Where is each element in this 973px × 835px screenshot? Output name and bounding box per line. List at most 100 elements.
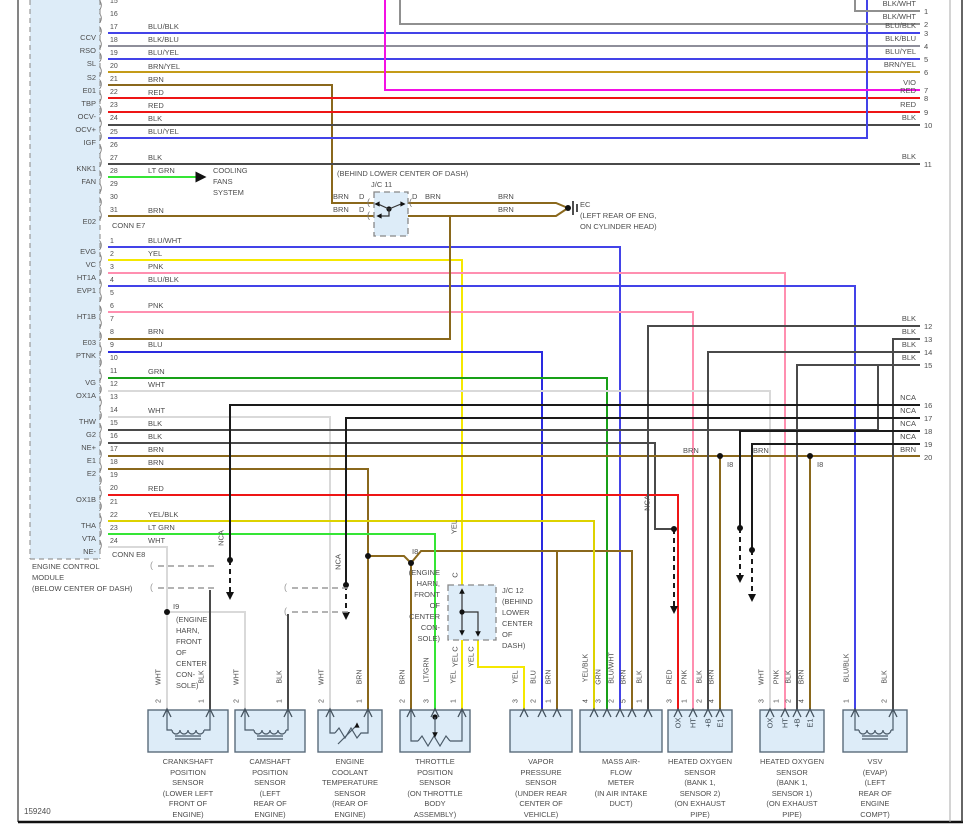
jc12-note: (BEHIND: [502, 597, 533, 606]
inline-connector-bracket: (: [284, 606, 287, 616]
heated-oxygen-sensor-b1s1-pin-color: PNK: [773, 669, 781, 684]
pin-bracket: ): [99, 0, 103, 11]
terminal-label-10: BLK: [901, 113, 916, 122]
heated-oxygen-sensor-b1s2-label: (ON EXHAUST: [674, 799, 726, 808]
pin-name-THW: THW: [78, 416, 96, 426]
conn-label: CONN E7: [112, 221, 146, 230]
pin-number: 16: [110, 10, 118, 18]
terminal-label-8: RED: [900, 86, 916, 95]
pin-number: 15: [110, 420, 118, 428]
camshaft-position-sensor-label: CAMSHAFT: [249, 757, 291, 766]
splice-I8: I8: [412, 547, 419, 556]
pin-bracket: ): [99, 91, 103, 103]
pin-number: 1: [110, 237, 114, 245]
pin-name-NE-: NE-: [83, 547, 96, 557]
engine-coolant-temperature-sensor-pin-number: 1: [356, 699, 364, 703]
vapor-pressure-sensor-label: PRESSURE: [520, 767, 562, 777]
pin-bracket: ): [99, 26, 103, 38]
heated-oxygen-sensor-b1s1-label: (BANK 1,: [776, 778, 808, 787]
crankshaft-position-sensor-label: CRANKSHAFT: [162, 757, 214, 766]
pin-bracket: ): [99, 279, 103, 291]
pin-number: 3: [110, 263, 114, 271]
terminal-number-20: 20: [924, 453, 933, 462]
jc12-rot-label: YEL: [449, 519, 459, 535]
heated-oxygen-sensor-b1s2-pin-number: 3: [666, 699, 674, 703]
junction-dot: [671, 526, 677, 532]
mass-air-flow-meter-label: METER: [607, 778, 635, 787]
jc11-out-bot: [408, 207, 569, 217]
heated-oxygen-sensor-b1s2-label: SENSOR 2): [679, 788, 721, 798]
pin-number: 22: [110, 511, 118, 519]
pin-bracket: ): [99, 514, 103, 526]
pin-number: 4: [110, 276, 114, 284]
junction-dot: [807, 453, 813, 459]
vta-wire: [108, 533, 436, 710]
jc11-terminal-label: BRN: [333, 192, 349, 201]
jc11-terminal-label: D: [359, 192, 365, 201]
pin-number: 19: [110, 49, 118, 57]
terminal-number-1: 1: [924, 7, 929, 16]
polyline: [329, 710, 335, 734]
heated-oxygen-sensor-b1s2-label: HEATED OXYGEN: [667, 757, 733, 766]
jc12-to-vps: [477, 640, 525, 710]
terminal-number-2: 2: [924, 20, 929, 29]
pin-name-FAN: FAN: [81, 177, 96, 187]
pin-number: 26: [110, 141, 118, 149]
heated-oxygen-sensor-b1s1-terminal-OX: OX: [765, 717, 775, 729]
jc12-note: DASH): [502, 641, 526, 650]
pin-bracket: ): [99, 370, 103, 382]
wire-color-label: BLU/WHT: [148, 236, 182, 245]
e2-branch: [368, 550, 633, 710]
polyline: [365, 710, 369, 734]
junction-dot: [164, 609, 170, 615]
harness-note: OF: [176, 648, 187, 657]
terminal-number-4: 4: [924, 42, 929, 51]
pin-name-TBP: TBP: [81, 98, 96, 108]
pin-bracket: ): [99, 344, 103, 356]
vapor-pressure-sensor-pin-color: YEL: [512, 669, 520, 684]
pin-bracket: ): [99, 305, 103, 317]
mass-air-flow-meter-pin-number: 4: [582, 699, 590, 703]
pin-number: 24: [110, 115, 118, 123]
terminal-number-13: 13: [924, 335, 933, 344]
pin-number: 9: [110, 341, 114, 349]
heated-oxygen-sensor-b1s2-pin-number: 2: [696, 699, 704, 703]
wire-color-label: BLU/YEL: [148, 127, 179, 136]
pin-number: 18: [110, 36, 118, 44]
splice-I8: I8: [817, 460, 824, 469]
pin-arrow: [519, 707, 529, 718]
terminal-label-9: RED: [900, 100, 916, 109]
pin-bracket: ): [99, 13, 103, 25]
terminal-number-12: 12: [924, 322, 933, 331]
mass-air-flow-meter-pin-color: GRN: [595, 668, 603, 685]
polyline: [377, 203, 390, 210]
camshaft-position-sensor-label: SENSOR: [254, 778, 286, 787]
pin-bracket: ): [99, 144, 103, 156]
pin-arrow: [363, 707, 373, 718]
throttle-position-sensor-label: THROTTLE: [415, 757, 455, 766]
terminal-label-12: BLK: [901, 314, 916, 323]
junction-dot: [365, 553, 371, 559]
terminal-number-15: 15: [924, 361, 933, 370]
pin-number: 28: [110, 167, 118, 175]
terminal-label-14: BLK: [901, 340, 916, 349]
harness-note: CON-: [420, 623, 440, 632]
pin-bracket: ): [99, 474, 103, 486]
pin-number: 10: [110, 354, 118, 362]
pin-number: 20: [110, 485, 118, 493]
jc11-out-top: [408, 202, 569, 209]
terminal-number-8: 8: [924, 94, 929, 103]
pin-bracket: ): [99, 292, 103, 304]
pin-bracket: ): [99, 435, 103, 447]
tha-wire: [108, 520, 595, 710]
pin-bracket: ): [99, 422, 103, 434]
pin-bracket: ): [99, 448, 103, 460]
throttle-position-sensor-label: ASSEMBLY): [413, 809, 457, 819]
pin-bracket: ): [99, 461, 103, 473]
nca17-wire: [345, 417, 920, 585]
pin-number: 2: [110, 250, 114, 258]
terminal-label-5: BLU/YEL: [885, 47, 916, 56]
ho2s2-b-up: [707, 351, 920, 710]
heated-oxygen-sensor-b1s1-box: [759, 709, 825, 753]
